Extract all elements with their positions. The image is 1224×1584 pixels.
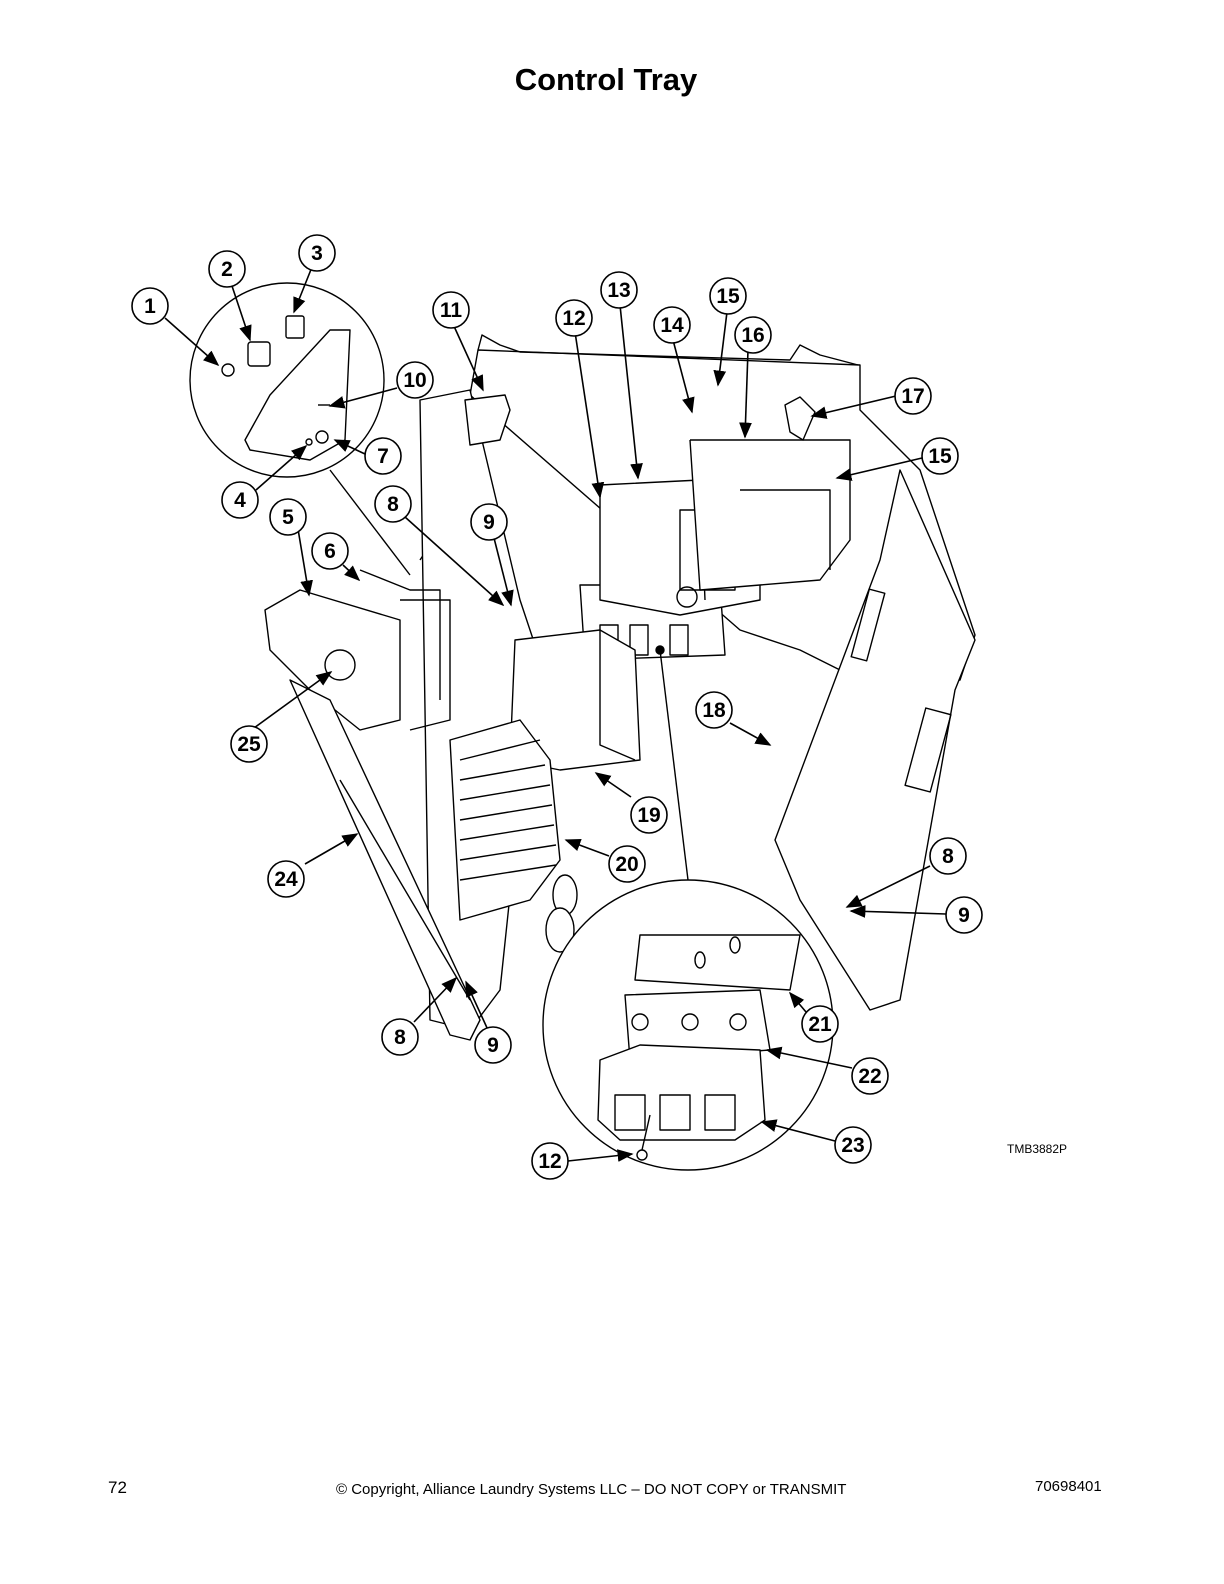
callout-23: 23 [834,1126,872,1164]
callout-8-b: 8 [929,837,967,875]
callout-6: 6 [311,532,349,570]
svg-text:8: 8 [942,845,954,868]
callout-10: 10 [396,361,434,399]
callout-1: 1 [131,287,169,325]
leader-arrows [164,266,947,1162]
svg-text:7: 7 [377,445,389,468]
svg-text:25: 25 [237,733,261,756]
callout-9: 9 [470,503,508,541]
svg-text:15: 15 [928,445,952,468]
callout-15-b: 15 [921,437,959,475]
page-title: Control Tray [514,62,698,97]
document-number: 70698401 [1035,1478,1102,1495]
callout-3: 3 [298,234,336,272]
callout-17: 17 [894,377,932,415]
svg-text:19: 19 [637,804,660,827]
callout-14: 14 [653,306,691,344]
callout-24: 24 [267,860,305,898]
callout-9-c: 9 [474,1026,512,1064]
svg-text:2: 2 [221,258,233,281]
callout-8: 8 [374,485,412,523]
callout-7: 7 [364,437,402,475]
callout-8-c: 8 [381,1018,419,1056]
callout-25: 25 [230,725,268,763]
svg-text:4: 4 [234,489,246,512]
svg-text:16: 16 [741,324,764,347]
svg-text:8: 8 [394,1026,406,1049]
callout-9-b: 9 [945,896,983,934]
callouts: 1 2 3 4 5 6 7 8 9 10 11 12 13 14 15 16 1… [131,234,983,1180]
callout-15: 15 [709,277,747,315]
svg-text:9: 9 [483,511,495,534]
svg-text:17: 17 [901,385,924,408]
callout-12: 12 [555,299,593,337]
callout-22: 22 [851,1057,889,1095]
parts-illustration [189,282,976,1171]
callout-4: 4 [221,481,259,519]
svg-text:23: 23 [841,1134,864,1157]
callout-20: 20 [608,845,646,883]
svg-text:8: 8 [387,493,399,516]
callout-12-b: 12 [531,1142,569,1180]
svg-text:6: 6 [324,540,336,563]
svg-text:20: 20 [615,853,638,876]
svg-text:10: 10 [403,369,426,392]
svg-text:3: 3 [311,242,323,265]
drawing-reference-code: TMB3882P [1007,1142,1068,1156]
svg-text:13: 13 [607,279,630,302]
svg-text:22: 22 [858,1065,881,1088]
page-number: 72 [108,1478,127,1497]
callout-11: 11 [432,291,470,329]
svg-text:21: 21 [808,1013,832,1036]
copyright-notice: © Copyright, Alliance Laundry Systems LL… [336,1481,847,1498]
svg-text:9: 9 [487,1034,499,1057]
svg-text:12: 12 [562,307,585,330]
svg-text:11: 11 [440,299,463,322]
heatsink-fins [449,719,561,921]
svg-text:9: 9 [958,904,970,927]
svg-text:15: 15 [716,285,740,308]
svg-text:12: 12 [538,1150,561,1173]
callout-21: 21 [801,1005,839,1043]
svg-text:24: 24 [274,868,298,891]
callout-2: 2 [208,250,246,288]
svg-text:18: 18 [702,699,726,722]
callout-5: 5 [269,498,307,536]
callout-16: 16 [734,316,772,354]
callout-13: 13 [600,271,638,309]
callout-18: 18 [695,691,733,729]
svg-text:14: 14 [660,314,684,337]
svg-text:5: 5 [282,506,294,529]
svg-text:1: 1 [144,295,156,318]
callout-19: 19 [630,796,668,834]
